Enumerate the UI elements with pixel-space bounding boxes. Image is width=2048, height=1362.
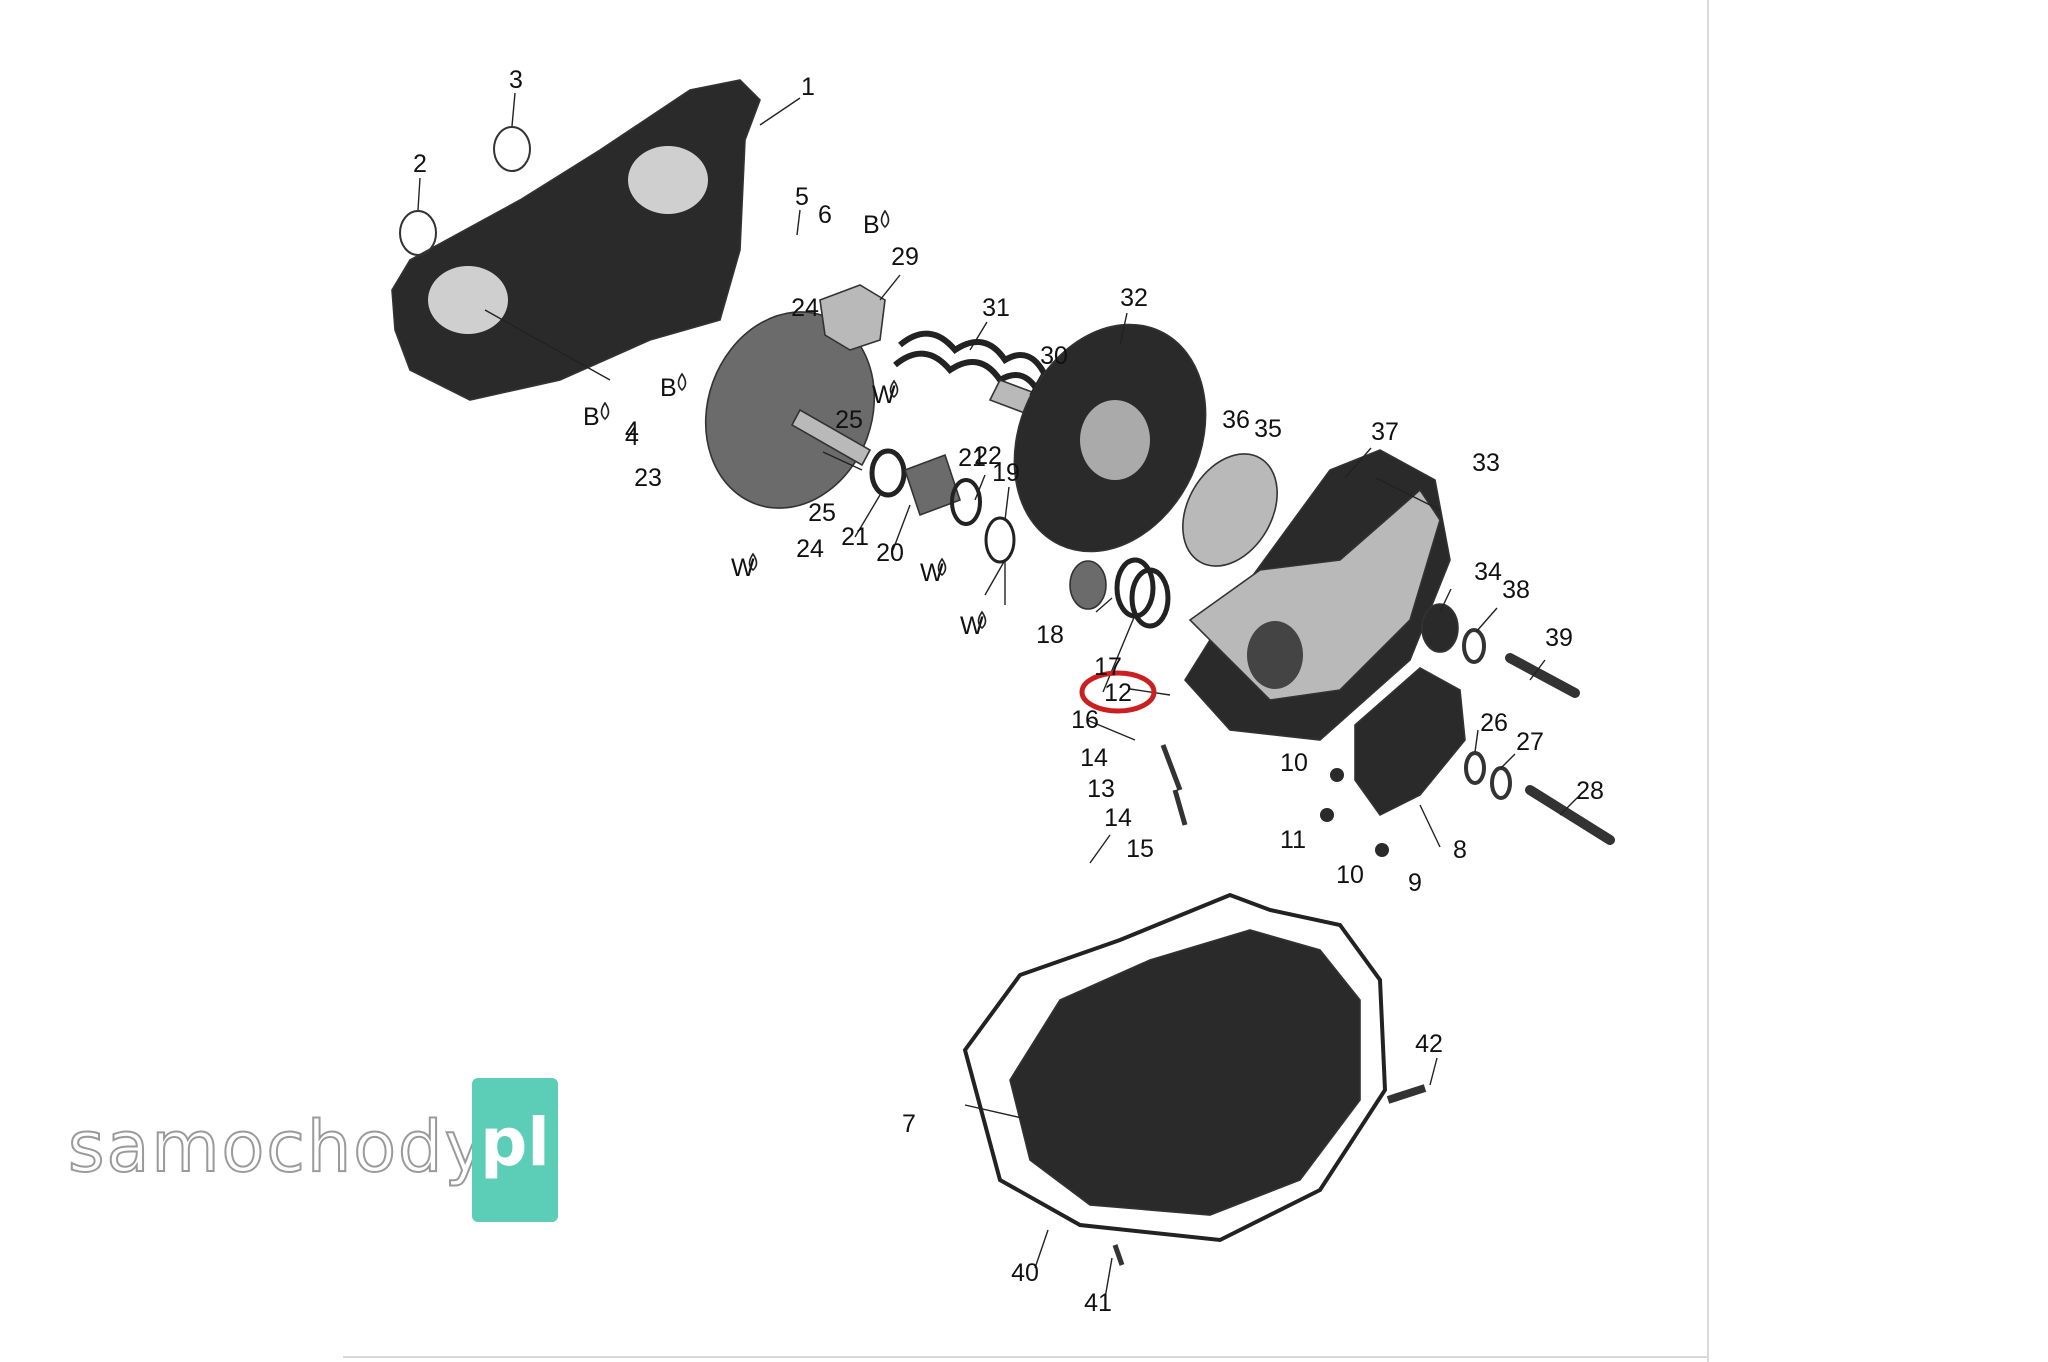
callout-number: 12 (1104, 679, 1132, 707)
drop-icon (600, 401, 610, 421)
o-ring-part (493, 126, 531, 172)
callout-number: 39 (1545, 624, 1573, 652)
callout-number: 14 (1104, 804, 1132, 832)
callout-number: 27 (1516, 728, 1544, 756)
callout-number: 11 (1280, 826, 1306, 854)
callout-number: 1 (801, 73, 815, 101)
outer-cover-part (962, 892, 1388, 1243)
bearing-34-part (1421, 603, 1459, 653)
callout-number: 20 (876, 539, 904, 567)
callout-number: 17 (1094, 653, 1122, 681)
lubricant-marker: B (660, 374, 677, 402)
housing-cover-part (391, 79, 761, 401)
spring-part (893, 330, 1048, 397)
samochody-pl-watermark-logo: samochody pl (67, 1078, 558, 1222)
drop-icon (880, 209, 890, 229)
roller-cage-part (1182, 453, 1278, 567)
washer-part (1462, 628, 1486, 664)
callout-number: 32 (1120, 284, 1148, 312)
spider-part (819, 284, 886, 351)
drop-icon (889, 379, 899, 399)
callout-number: 22 (974, 442, 1002, 470)
washer-26-part (1464, 751, 1486, 785)
callout-number: 8 (1453, 836, 1467, 864)
callout-number: 26 (1480, 709, 1508, 737)
callout-number: 21 (958, 444, 986, 472)
highlight-ring (1079, 670, 1157, 714)
callout-number: 16 (1071, 706, 1099, 734)
ring-part (950, 478, 982, 526)
callout-number: 24 (796, 535, 824, 563)
callout-number: 3 (509, 66, 523, 94)
callout-number: 14 (1080, 744, 1108, 772)
callout-number: 7 (902, 1110, 916, 1138)
lubricant-marker: B (583, 403, 600, 431)
callout-number: 34 (1474, 558, 1502, 586)
callout-number: 36 (1222, 406, 1250, 434)
screw-41-part (1112, 1244, 1125, 1266)
callout-number: 24 (791, 294, 819, 322)
bolt-28-part (1525, 785, 1615, 845)
nut-part (1320, 808, 1334, 822)
clutch-spring-part (1114, 557, 1171, 629)
callout-number: 38 (1502, 576, 1530, 604)
callout-number: 25 (835, 406, 863, 434)
logo-badge: pl (472, 1078, 558, 1222)
pin-hardware-part (1160, 744, 1188, 826)
callout-number: 28 (1576, 777, 1604, 805)
callout-leaders (417, 92, 1579, 1299)
callout-number: 29 (891, 243, 919, 271)
callout-number: 25 (808, 499, 836, 527)
ring-part (984, 516, 1016, 564)
callout-number: 30 (1040, 342, 1068, 370)
callout-number: 33 (1472, 449, 1500, 477)
callout-number: 13 (1087, 775, 1115, 803)
callout-number: 15 (1126, 835, 1154, 863)
callout-number: 10 (1336, 861, 1364, 889)
bearing-part (1069, 560, 1107, 610)
washer-27-part (1490, 766, 1512, 800)
callout-number: 4 (625, 423, 639, 451)
logo-badge-text: pl (480, 1104, 550, 1181)
callout-number: 31 (982, 294, 1010, 322)
callout-number: 9 (1408, 869, 1422, 897)
drop-icon (977, 610, 987, 630)
callout-number: 35 (1254, 415, 1282, 443)
callout-number: 23 (634, 464, 662, 492)
callout-number: 41 (1084, 1289, 1112, 1317)
bolt-39-part (1505, 653, 1580, 698)
callout-number: 37 (1371, 418, 1399, 446)
callout-number: 6 (818, 201, 832, 229)
callout-number: 10 (1280, 749, 1308, 777)
pin-42-part (1386, 1084, 1427, 1104)
ramp-part (1354, 667, 1466, 817)
ring-part (869, 448, 907, 498)
callout-number: 2 (413, 150, 427, 178)
callout-number: 42 (1415, 1030, 1443, 1058)
callout-labels: 1234456789101011121314141516171819202121… (413, 66, 1604, 1317)
logo-wordmark: samochody (67, 1105, 488, 1189)
callout-number: 4 (625, 417, 639, 445)
lubricant-marker: B (863, 211, 880, 239)
callout-number: 5 (795, 183, 809, 211)
drop-icon (937, 557, 947, 577)
callout-number: 18 (1036, 621, 1064, 649)
callout-number: 40 (1011, 1259, 1039, 1287)
bushing-part (903, 453, 962, 517)
nut-part (1375, 843, 1389, 857)
callout-number: 19 (992, 459, 1020, 487)
nut-part (1330, 768, 1344, 782)
o-ring-part (399, 210, 437, 256)
callout-number: 21 (841, 523, 869, 551)
drop-icon (677, 372, 687, 392)
drop-icon (748, 552, 758, 572)
